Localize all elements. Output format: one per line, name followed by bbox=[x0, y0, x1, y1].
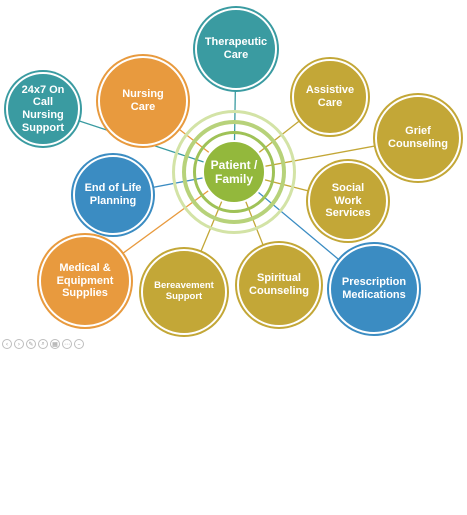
node-label: Prescription Medications bbox=[341, 276, 407, 301]
node-social-work-services: Social Work Services bbox=[308, 161, 388, 241]
node-label: Social Work Services bbox=[325, 182, 371, 220]
node-label: End of Life Planning bbox=[84, 182, 142, 207]
outer-ring bbox=[172, 110, 296, 234]
node-assistive-care: Assistive Care bbox=[292, 59, 368, 135]
minimize-icon[interactable]: – bbox=[74, 339, 84, 349]
node-label: 24x7 On Call Nursing Support bbox=[21, 83, 65, 134]
node-label: Nursing Care bbox=[122, 88, 164, 113]
pen-icon[interactable]: ✎ bbox=[26, 339, 36, 349]
node-bereavement-support: Bereavement Support bbox=[141, 249, 227, 335]
node-medical-equipment-supplies: Medical & Equipment Supplies bbox=[39, 235, 131, 327]
node-prescription-medications: Prescription Medications bbox=[329, 244, 419, 334]
node-label: Grief Counseling bbox=[388, 125, 448, 150]
node-on-call-nursing-support: 24x7 On Call Nursing Support bbox=[6, 72, 80, 146]
back-icon[interactable]: ‹ bbox=[2, 339, 12, 349]
node-end-of-life-planning: End of Life Planning bbox=[73, 155, 153, 235]
node-nursing-care: Nursing Care bbox=[98, 56, 188, 146]
search-icon[interactable]: ⌕ bbox=[38, 339, 48, 349]
slides-icon[interactable]: ▦ bbox=[50, 339, 60, 349]
center-node-patient-family: Patient / Family bbox=[202, 140, 266, 204]
node-therapeutic-care: Therapeutic Care bbox=[195, 8, 277, 90]
node-label: Medical & Equipment Supplies bbox=[56, 262, 114, 300]
center-label: Patient / Family bbox=[210, 157, 258, 186]
forward-icon[interactable]: › bbox=[14, 339, 24, 349]
node-label: Spiritual Counseling bbox=[249, 272, 309, 297]
node-spiritual-counseling: Spiritual Counseling bbox=[237, 243, 321, 327]
node-grief-counseling: Grief Counseling bbox=[375, 95, 461, 181]
node-label: Therapeutic Care bbox=[204, 36, 268, 61]
inner-ring bbox=[193, 131, 275, 213]
node-label: Assistive Care bbox=[305, 84, 355, 109]
node-label: Bereavement Support bbox=[154, 280, 214, 302]
middle-ring bbox=[182, 120, 286, 224]
slideshow-toolbar: ‹ › ✎ ⌕ ▦ ⋯ – bbox=[2, 339, 84, 349]
more-icon[interactable]: ⋯ bbox=[62, 339, 72, 349]
